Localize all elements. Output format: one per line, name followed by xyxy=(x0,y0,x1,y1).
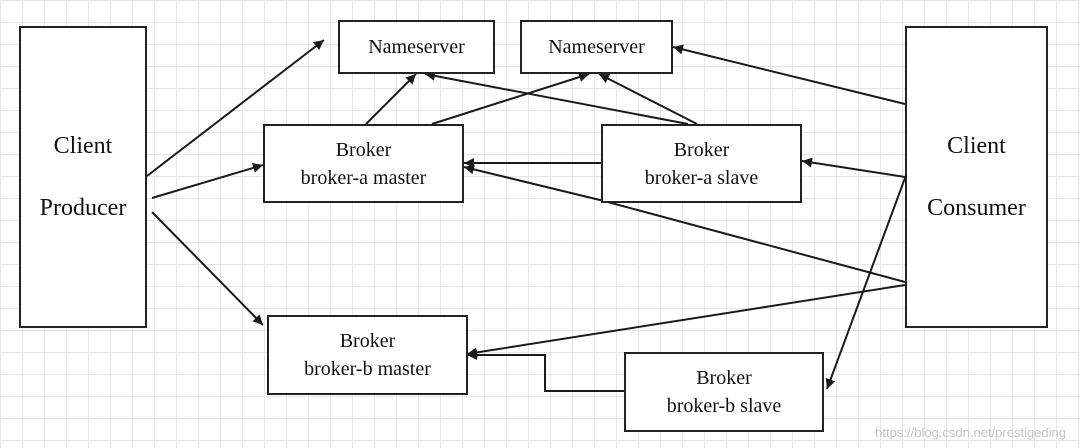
broker-a-master-box: Broker broker-a master xyxy=(263,124,464,203)
broker-b-slave-line1: Broker xyxy=(696,367,752,389)
watermark-text: https://blog.csdn.net/prestigeding xyxy=(875,425,1066,440)
arrow-producer-to-nameserver xyxy=(146,39,325,177)
arrow-broker-a-slave-to-nameserver-2 xyxy=(598,73,698,125)
broker-a-slave-line1: Broker xyxy=(673,138,730,161)
arrow-broker-a-master-to-nameserver-2 xyxy=(431,72,590,125)
client-consumer-box: Client Consumer xyxy=(905,26,1048,328)
broker-a-slave-box: Broker broker-a slave xyxy=(601,124,802,203)
nameserver-box-2: Nameserver xyxy=(520,20,673,74)
producer-line1: Client xyxy=(53,133,113,159)
arrow-broker-a-slave-to-nameserver-1 xyxy=(424,70,689,125)
consumer-line2: Consumer xyxy=(927,195,1026,221)
arrow-consumer-to-nameserver-2 xyxy=(672,44,906,105)
arrow-producer-to-broker-b-master xyxy=(151,211,264,326)
producer-line2: Producer xyxy=(39,195,127,221)
nameserver-box-1: Nameserver xyxy=(338,20,495,74)
nameserver-1-label: Nameserver xyxy=(368,36,465,58)
broker-b-master-box: Broker broker-b master xyxy=(267,315,468,395)
client-producer-box: Client Producer xyxy=(19,26,147,328)
arrow-producer-to-broker-a-master xyxy=(151,163,264,199)
consumer-line1: Client xyxy=(947,133,1006,159)
broker-b-slave-line2: broker-b slave xyxy=(666,395,782,417)
broker-b-master-line1: Broker xyxy=(339,330,396,352)
broker-a-master-line1: Broker xyxy=(335,138,392,161)
arrow-broker-a-master-to-nameserver-1 xyxy=(365,73,417,125)
arrow-consumer-to-broker-b-master xyxy=(466,284,906,358)
nameserver-2-label: Nameserver xyxy=(548,36,645,58)
broker-b-slave-box: Broker broker-b slave xyxy=(624,352,824,432)
arrow-broker-b-slave-to-master xyxy=(467,350,624,392)
arrow-consumer-to-broker-a-slave xyxy=(801,157,906,178)
broker-a-slave-line2: broker-a slave xyxy=(644,166,759,189)
broker-a-master-line2: broker-a master xyxy=(300,166,427,189)
arrow-consumer-to-broker-b-slave xyxy=(825,177,906,390)
broker-b-master-line2: broker-b master xyxy=(304,358,431,380)
